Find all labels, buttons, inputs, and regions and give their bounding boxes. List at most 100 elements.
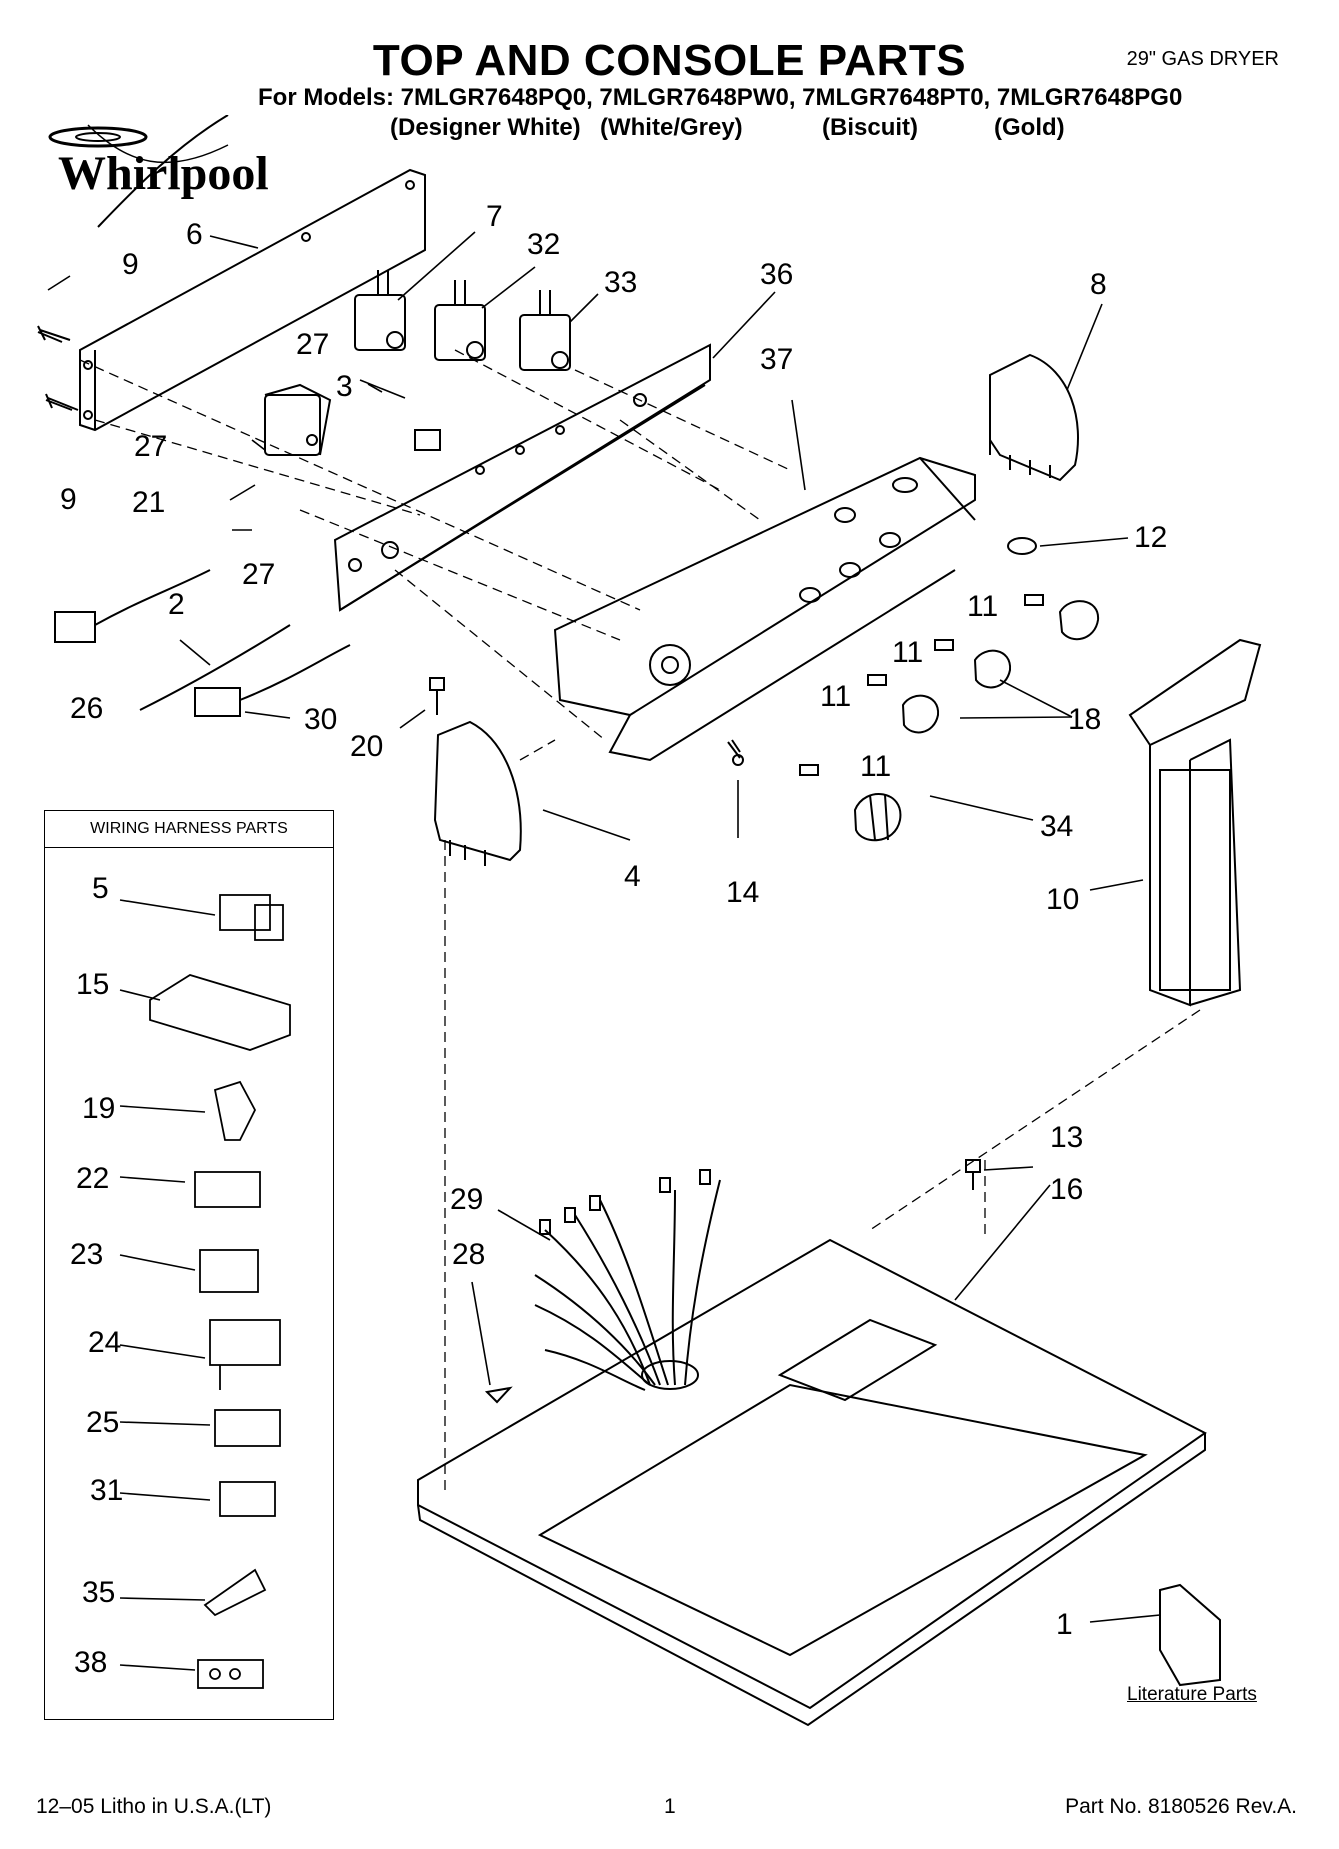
callout-2: 2 — [168, 588, 185, 621]
callout-11-a: 11 — [967, 590, 999, 623]
harness-part-19 — [213, 1080, 257, 1141]
rear-console-panel — [79, 168, 426, 432]
callout-10: 10 — [1046, 883, 1080, 916]
callout-20: 20 — [350, 730, 384, 763]
callout-33: 33 — [604, 266, 638, 299]
harness-part-15 — [149, 974, 291, 1051]
callout-23: 23 — [70, 1238, 104, 1271]
knob-34 — [853, 793, 902, 842]
variant-white-grey: (White/Grey) — [600, 114, 743, 141]
harness-part-22 — [194, 1171, 261, 1208]
screw-left-lower — [45, 393, 79, 411]
callout-1: 1 — [1056, 1608, 1073, 1641]
product-subtitle: 29" GAS DRYER — [1126, 48, 1279, 70]
callout-27-mid: 27 — [134, 430, 168, 463]
callout-28: 28 — [452, 1238, 486, 1271]
switch-7 — [354, 270, 406, 351]
callout-21: 21 — [132, 486, 166, 519]
callout-36: 36 — [760, 258, 794, 291]
callout-31: 31 — [90, 1474, 124, 1507]
callout-4: 4 — [624, 860, 641, 893]
callout-14: 14 — [726, 876, 760, 909]
callout-38: 38 — [74, 1646, 108, 1679]
wiring-harness-heading: WIRING HARNESS PARTS — [45, 811, 333, 848]
callout-8: 8 — [1090, 268, 1107, 301]
callout-3: 3 — [336, 370, 353, 403]
callout-29: 29 — [450, 1183, 484, 1216]
callout-16: 16 — [1050, 1173, 1084, 1206]
clip-11-c — [867, 674, 887, 686]
callout-25: 25 — [86, 1406, 120, 1439]
callout-9-lower: 9 — [60, 483, 77, 516]
callout-30: 30 — [304, 703, 338, 736]
harness-part-35 — [203, 1568, 267, 1617]
wiring-harness-29 — [534, 1169, 721, 1391]
callout-11-c: 11 — [820, 680, 852, 713]
harness-part-24 — [209, 1319, 281, 1390]
literature-parts-label: Literature Parts — [1127, 1684, 1257, 1705]
knob-c — [901, 694, 940, 734]
callout-37: 37 — [760, 343, 794, 376]
clip-28 — [484, 1386, 513, 1404]
wire-2 — [139, 624, 291, 711]
control-mounting-bracket — [333, 343, 711, 612]
screw-left-upper — [37, 325, 71, 343]
callout-19: 19 — [82, 1092, 116, 1125]
models-line: For Models: 7MLGR7648PQ0, 7MLGR7648PW0, … — [258, 84, 1183, 111]
callout-34: 34 — [1040, 810, 1074, 843]
knob-b — [973, 649, 1012, 689]
callout-12: 12 — [1134, 521, 1168, 554]
part-number: Part No. 8180526 Rev.A. — [1065, 1795, 1297, 1818]
callout-6: 6 — [186, 218, 203, 251]
knob-a — [1058, 600, 1100, 641]
switch-33 — [519, 290, 571, 371]
callout-22: 22 — [76, 1162, 110, 1195]
callout-27-upper: 27 — [296, 328, 330, 361]
console-housing — [553, 456, 976, 762]
callout-7: 7 — [486, 200, 503, 233]
plug-12 — [1007, 537, 1037, 555]
screw-20 — [429, 677, 445, 715]
callout-35: 35 — [82, 1576, 116, 1609]
page-number: 1 — [664, 1795, 676, 1818]
clip-11-b — [934, 639, 954, 651]
harness-part-31 — [219, 1481, 276, 1517]
callout-26: 26 — [70, 692, 104, 725]
callout-11-d: 11 — [860, 750, 892, 783]
variant-biscuit: (Biscuit) — [822, 114, 918, 141]
callout-9-upper: 9 — [122, 248, 139, 281]
callout-13: 13 — [1050, 1121, 1084, 1154]
connector-30 — [194, 644, 351, 717]
screw-14 — [727, 739, 744, 766]
timer-21 — [264, 383, 332, 456]
harness-part-5 — [219, 894, 284, 941]
connector-26 — [54, 569, 211, 643]
literature-pack — [1159, 1583, 1221, 1687]
lint-screen — [1128, 638, 1262, 1007]
callout-24: 24 — [88, 1326, 122, 1359]
variant-gold: (Gold) — [994, 114, 1065, 141]
wiring-harness-box: WIRING HARNESS PARTS — [44, 810, 334, 1720]
variant-designer-white: (Designer White) — [390, 114, 581, 141]
switch-32 — [434, 280, 486, 361]
right-end-cap — [989, 353, 1079, 482]
callout-5: 5 — [92, 872, 109, 905]
callout-11-b: 11 — [892, 636, 924, 669]
clip-11-d — [799, 764, 819, 776]
clip-11-a — [1024, 594, 1044, 606]
top-panel — [417, 1238, 1207, 1727]
harness-part-25 — [214, 1409, 281, 1447]
footer-print-info: 12–05 Litho in U.S.A.(LT) — [36, 1795, 272, 1818]
page-title: TOP AND CONSOLE PARTS — [372, 36, 967, 85]
whirlpool-swirl-logo — [48, 115, 229, 228]
harness-part-38 — [197, 1659, 264, 1689]
callout-18: 18 — [1068, 703, 1102, 736]
harness-part-23 — [199, 1249, 259, 1293]
callout-32: 32 — [527, 228, 561, 261]
brand-logo-text: Whirlpool — [58, 147, 269, 200]
callout-27-lower: 27 — [242, 558, 276, 591]
part-3 — [414, 429, 441, 451]
callout-15: 15 — [76, 968, 110, 1001]
left-end-cap — [433, 720, 522, 866]
